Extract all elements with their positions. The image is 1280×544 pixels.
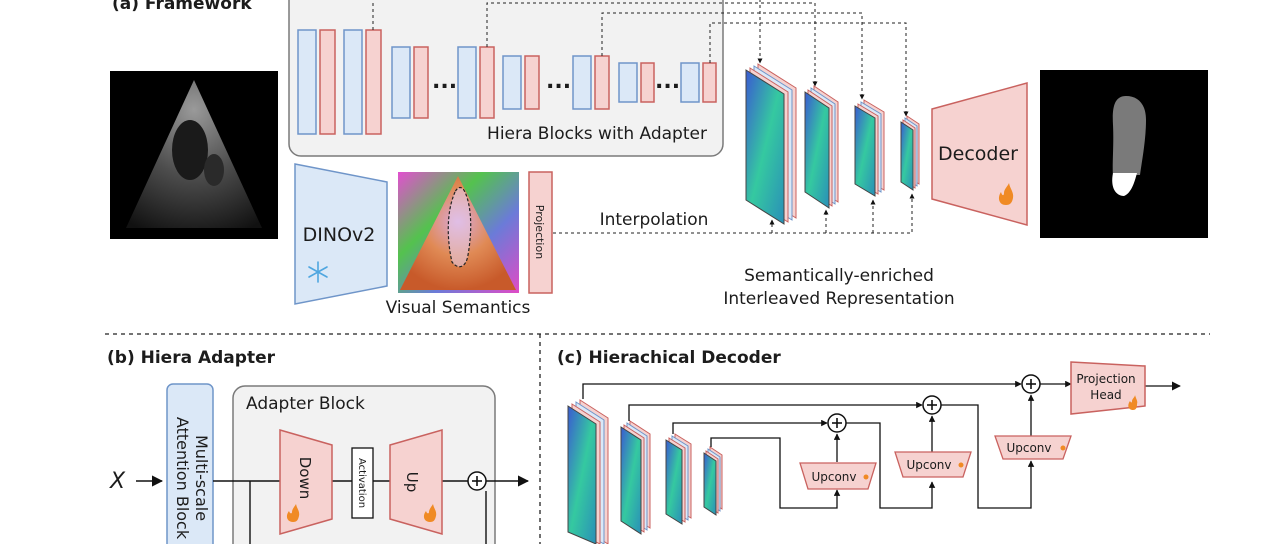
- decoder-stack-1: [567, 399, 609, 544]
- dinov2-encoder: DINOv2: [294, 163, 388, 305]
- decoder-sum-node-1: [827, 413, 847, 433]
- hiera-panel-label: Hiera Blocks with Adapter: [487, 124, 707, 144]
- visual-semantics-map: [398, 172, 519, 293]
- projection-head-line2: Head: [1090, 388, 1121, 402]
- fire-icon: [423, 504, 437, 522]
- up-projection: Up: [389, 429, 443, 535]
- projection-head: Projection Head: [1070, 361, 1146, 415]
- hiera-stage-1: [297, 29, 382, 135]
- skip-connections: [372, 0, 909, 117]
- input-x-label: X: [109, 469, 126, 494]
- attention-block: Multi-scale Attention Block: [166, 383, 214, 544]
- projection-label: Projection: [533, 205, 546, 259]
- ellipsis-3: ...: [655, 69, 680, 94]
- fire-icon: [958, 462, 964, 468]
- feature-stack-1: [745, 63, 797, 225]
- fire-icon: [286, 504, 300, 522]
- section-b-title: (b) Hiera Adapter: [107, 348, 276, 368]
- section-c-title: (c) Hierachical Decoder: [557, 348, 781, 368]
- interpolation-connections: [553, 193, 915, 234]
- decoder-sum-node-2: [922, 395, 942, 415]
- ultrasound-input-image: [110, 71, 278, 239]
- feature-stack-4: [900, 115, 920, 191]
- visual-semantics-label: Visual Semantics: [386, 298, 531, 318]
- feature-stack-2: [804, 85, 839, 209]
- adapter-sum-node: [467, 471, 487, 491]
- fire-icon: [1128, 395, 1138, 410]
- activation-label: Activation: [356, 458, 367, 508]
- feature-stack-3: [854, 99, 885, 197]
- decoder-stack-3: [665, 433, 692, 525]
- segmentation-output: [1040, 70, 1208, 238]
- upconv-block-2: Upconv: [894, 451, 972, 478]
- fire-icon: [1060, 445, 1066, 451]
- upconv-block-3: Upconv: [994, 435, 1072, 460]
- upconv-label-2: Upconv: [906, 458, 951, 472]
- decoder-stack-2: [620, 420, 651, 535]
- upconv-label-3: Upconv: [1006, 441, 1051, 455]
- activation-block: Activation: [351, 447, 374, 519]
- repr-label-line1: Semantically-enriched: [744, 266, 934, 286]
- attention-label-line1: Multi-scale: [192, 435, 211, 521]
- adapter-connections: [213, 480, 487, 544]
- hiera-stage-3: [502, 55, 610, 110]
- attention-label-line2: Attention Block: [173, 417, 192, 540]
- decoder-label: Decoder: [938, 143, 1018, 165]
- ellipsis-1: ...: [432, 69, 457, 94]
- adapter-block-label: Adapter Block: [246, 394, 365, 414]
- ellipsis-2: ...: [546, 69, 571, 94]
- dinov2-label: DINOv2: [303, 224, 376, 246]
- hiera-stage-4: [618, 62, 717, 103]
- decoder-sum-node-3: [1021, 374, 1041, 394]
- interpolation-label: Interpolation: [600, 210, 709, 230]
- projection-head-line1: Projection: [1076, 372, 1135, 386]
- decoder-block: Decoder: [931, 82, 1028, 226]
- upconv-block-1: Upconv: [799, 462, 877, 490]
- decoder-wiring: [582, 380, 1181, 509]
- snowflake-icon: [308, 261, 328, 283]
- repr-label-line2: Interleaved Representation: [723, 289, 954, 309]
- fire-icon: [863, 474, 869, 480]
- hiera-stage-2: [391, 46, 495, 119]
- section-a-title: (a) Framework: [112, 0, 252, 14]
- down-projection: Down: [279, 429, 333, 535]
- decoder-stack-4: [703, 446, 723, 516]
- upconv-label-1: Upconv: [811, 470, 856, 484]
- up-label: Up: [403, 472, 421, 493]
- fire-icon: [998, 183, 1014, 205]
- down-label: Down: [296, 457, 314, 500]
- projection-block: Projection: [528, 171, 553, 294]
